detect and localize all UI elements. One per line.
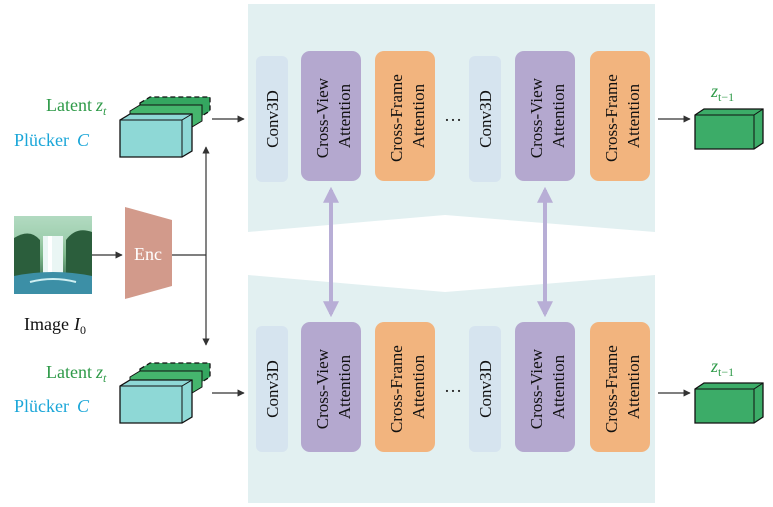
encoder-label: Enc bbox=[134, 244, 162, 264]
conv3d-block bbox=[469, 56, 501, 182]
conv3d-label: Conv3D bbox=[263, 90, 282, 148]
cross-view-block bbox=[301, 51, 361, 181]
cross-frame-block bbox=[375, 51, 435, 181]
ellipsis: … bbox=[444, 105, 462, 125]
top-input-stack bbox=[119, 96, 211, 158]
cross-frame-label: Cross-Frame Attention bbox=[602, 70, 643, 162]
waterfall-photo-icon bbox=[14, 216, 92, 294]
cross-frame-block bbox=[590, 322, 650, 452]
cross-view-block bbox=[301, 322, 361, 452]
cross-view-block bbox=[515, 322, 575, 452]
cross-frame-block bbox=[375, 322, 435, 452]
conv3d-block bbox=[256, 326, 288, 452]
conv3d-label: Conv3D bbox=[476, 360, 495, 418]
bottom-row-blocks: Conv3D Cross-View Attention Cross-Frame … bbox=[256, 322, 650, 452]
cross-view-label: Cross-View Attention bbox=[313, 74, 354, 158]
cross-view-label: Cross-View Attention bbox=[527, 74, 568, 158]
cross-view-label: Cross-View Attention bbox=[527, 345, 568, 429]
top-row-blocks: Conv3D Cross-View Attention Cross-Frame … bbox=[256, 51, 650, 182]
bottom-output-block bbox=[694, 382, 764, 424]
cross-view-label: Cross-View Attention bbox=[313, 345, 354, 429]
bottom-input-stack bbox=[119, 362, 211, 424]
cross-frame-label: Cross-Frame Attention bbox=[387, 70, 428, 162]
conv3d-block bbox=[469, 326, 501, 452]
cross-view-block bbox=[515, 51, 575, 181]
cross-frame-label: Cross-Frame Attention bbox=[387, 341, 428, 433]
encoder-block bbox=[125, 207, 172, 299]
cross-frame-label: Cross-Frame Attention bbox=[602, 341, 643, 433]
ellipsis: … bbox=[444, 376, 462, 396]
output-label-bottom: zt−1 bbox=[710, 356, 734, 379]
cross-frame-block bbox=[590, 51, 650, 181]
output-label-top: zt−1 bbox=[710, 81, 734, 104]
conv3d-label: Conv3D bbox=[476, 90, 495, 148]
top-output-block bbox=[694, 108, 764, 150]
conv3d-label: Conv3D bbox=[263, 360, 282, 418]
conv3d-block bbox=[256, 56, 288, 182]
